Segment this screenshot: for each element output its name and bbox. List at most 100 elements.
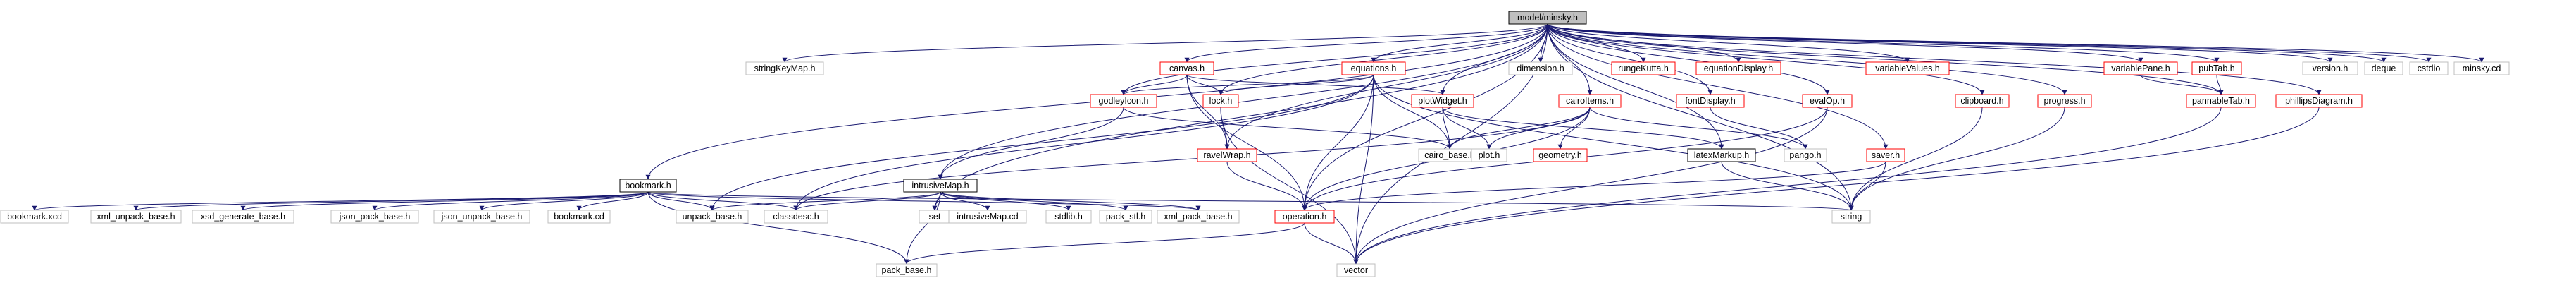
node-box: [1336, 263, 1376, 277]
dependency-edge: [1547, 23, 2387, 63]
node-label: plotWidget.h: [1418, 96, 1467, 106]
dependency-edge: [1302, 23, 1548, 211]
node-rungeKutta-h[interactable]: rungeKutta.h: [1611, 61, 1676, 75]
node-box: [1695, 61, 1781, 75]
node-label: cstdio: [2418, 64, 2441, 73]
node-geometry-h[interactable]: geometry.h: [1533, 148, 1588, 162]
dependency-edge: [479, 191, 649, 211]
dependency-edge: [1547, 23, 2067, 95]
node-box: [2453, 61, 2510, 75]
node-progress-h[interactable]: progress.h: [2037, 94, 2092, 108]
dependency-edge: [1186, 74, 1230, 150]
node-fontDisplay-h[interactable]: fontDisplay.h: [1676, 94, 1745, 108]
dependency-edge: [1218, 74, 1374, 95]
node-cairoItems-h[interactable]: cairoItems.h: [1558, 94, 1622, 108]
node-label: saver.h: [1872, 150, 1900, 160]
node-box: [676, 210, 749, 224]
node-box: [2191, 61, 2242, 75]
node-box: [903, 179, 978, 193]
node-pack-base-h: pack_base.h: [876, 263, 938, 277]
node-label: version.h: [2313, 64, 2348, 73]
node-plotWidget-h[interactable]: plotWidget.h: [1411, 94, 1474, 108]
dependency-edge: [1353, 107, 2222, 265]
node-xsd-generate-base-h: xsd_generate_base.h: [192, 210, 294, 224]
node-godleyIcon-h[interactable]: godleyIcon.h: [1090, 94, 1157, 108]
node-saver-h[interactable]: saver.h: [1866, 148, 1905, 162]
node-box: [1802, 94, 1853, 108]
node-unpack-base-h: unpack_base.h: [676, 210, 749, 224]
dependency-edge: [1547, 23, 2224, 95]
node-label: bookmark.cd: [554, 212, 604, 222]
node-operation-h[interactable]: operation.h: [1274, 210, 1335, 224]
node-cstdio: cstdio: [2409, 61, 2449, 75]
node-label: ravelWrap.h: [1203, 150, 1250, 160]
dependency-edge: [1442, 107, 1492, 150]
node-box: [2037, 94, 2092, 108]
node-box: [2275, 94, 2363, 108]
node-label: dimension.h: [1517, 64, 1564, 73]
node-box: [1676, 94, 1745, 108]
node-label: latexMarkup.h: [1694, 150, 1750, 160]
node-lock-h[interactable]: lock.h: [1202, 94, 1239, 108]
dependency-edge: [1547, 23, 1889, 150]
dependency-edge: [647, 191, 1201, 211]
node-phillipsDiagram-h[interactable]: phillipsDiagram.h: [2275, 94, 2363, 108]
node-label: variableValues.h: [1875, 64, 1940, 73]
dependency-edge: [938, 107, 1124, 180]
node-label: pack_stl.h: [1106, 212, 1145, 222]
dependency-edge: [240, 191, 649, 211]
node-label: geometry.h: [1538, 150, 1582, 160]
node-clipboard-h[interactable]: clipboard.h: [1955, 94, 2010, 108]
node-box: [1090, 94, 1157, 108]
node-ravelWrap-h[interactable]: ravelWrap.h: [1197, 148, 1257, 162]
node-equationDisplay-h[interactable]: equationDisplay.h: [1695, 61, 1781, 75]
node-variableValues-h[interactable]: variableValues.h: [1865, 61, 1950, 75]
node-label: deque: [2372, 64, 2396, 73]
dependency-edge: [1442, 107, 1452, 150]
node-classdesc-h: classdesc.h: [764, 210, 828, 224]
dependency-edge: [940, 191, 1071, 211]
node-pack-stl-h: pack_stl.h: [1099, 210, 1152, 224]
dependency-edge: [904, 191, 941, 265]
node-latexMarkup-h[interactable]: latexMarkup.h: [1687, 148, 1756, 162]
node-box: [90, 210, 182, 224]
node-equations-h[interactable]: equations.h: [1341, 61, 1406, 75]
node-pubTab-h[interactable]: pubTab.h: [2191, 61, 2242, 75]
node-box: [619, 179, 677, 193]
node-bookmark-h[interactable]: bookmark.h: [619, 179, 677, 193]
node-box: [745, 61, 824, 75]
dependency-edge: [1848, 107, 1983, 211]
node-label: unpack_base.h: [683, 212, 742, 222]
dependency-edge: [1547, 23, 1910, 63]
node-label: variablePane.h: [2111, 64, 2170, 73]
node-box: [1157, 210, 1240, 224]
node-evalOp-h[interactable]: evalOp.h: [1802, 94, 1853, 108]
dependency-edge: [904, 222, 1305, 265]
dependency-edge: [1186, 74, 1307, 211]
dependency-edge: [793, 191, 941, 211]
node-label: classdesc.h: [773, 212, 819, 222]
node-label: string: [1841, 212, 1862, 222]
node-box: [2302, 61, 2358, 75]
dependency-edge: [940, 191, 1201, 211]
node-box: [1865, 61, 1950, 75]
dependency-edge: [1547, 23, 1646, 63]
dependency-edge: [940, 191, 1128, 211]
node-pannableTab-h[interactable]: pannableTab.h: [2186, 94, 2256, 108]
node-label: xml_unpack_base.h: [97, 212, 175, 222]
node-box: [1099, 210, 1152, 224]
node-json-unpack-base-h: json_unpack_base.h: [433, 210, 530, 224]
node-intrusiveMap-cd: intrusiveMap.cd: [948, 210, 1027, 224]
node-label: model/minsky.h: [1517, 13, 1578, 23]
dependency-edge: [1121, 74, 1374, 95]
dependency-edge: [1848, 107, 2065, 211]
node-intrusiveMap-h[interactable]: intrusiveMap.h: [903, 179, 978, 193]
dependency-edge: [1547, 23, 1985, 95]
node-pango-h: pango.h: [1784, 148, 1827, 162]
node-dimension-h: dimension.h: [1508, 61, 1573, 75]
node-canvas-h[interactable]: canvas.h: [1159, 61, 1214, 75]
dependency-edge: [1302, 74, 1374, 211]
node-variablePane-h[interactable]: variablePane.h: [2103, 61, 2178, 75]
dependency-edge: [1121, 23, 1548, 95]
